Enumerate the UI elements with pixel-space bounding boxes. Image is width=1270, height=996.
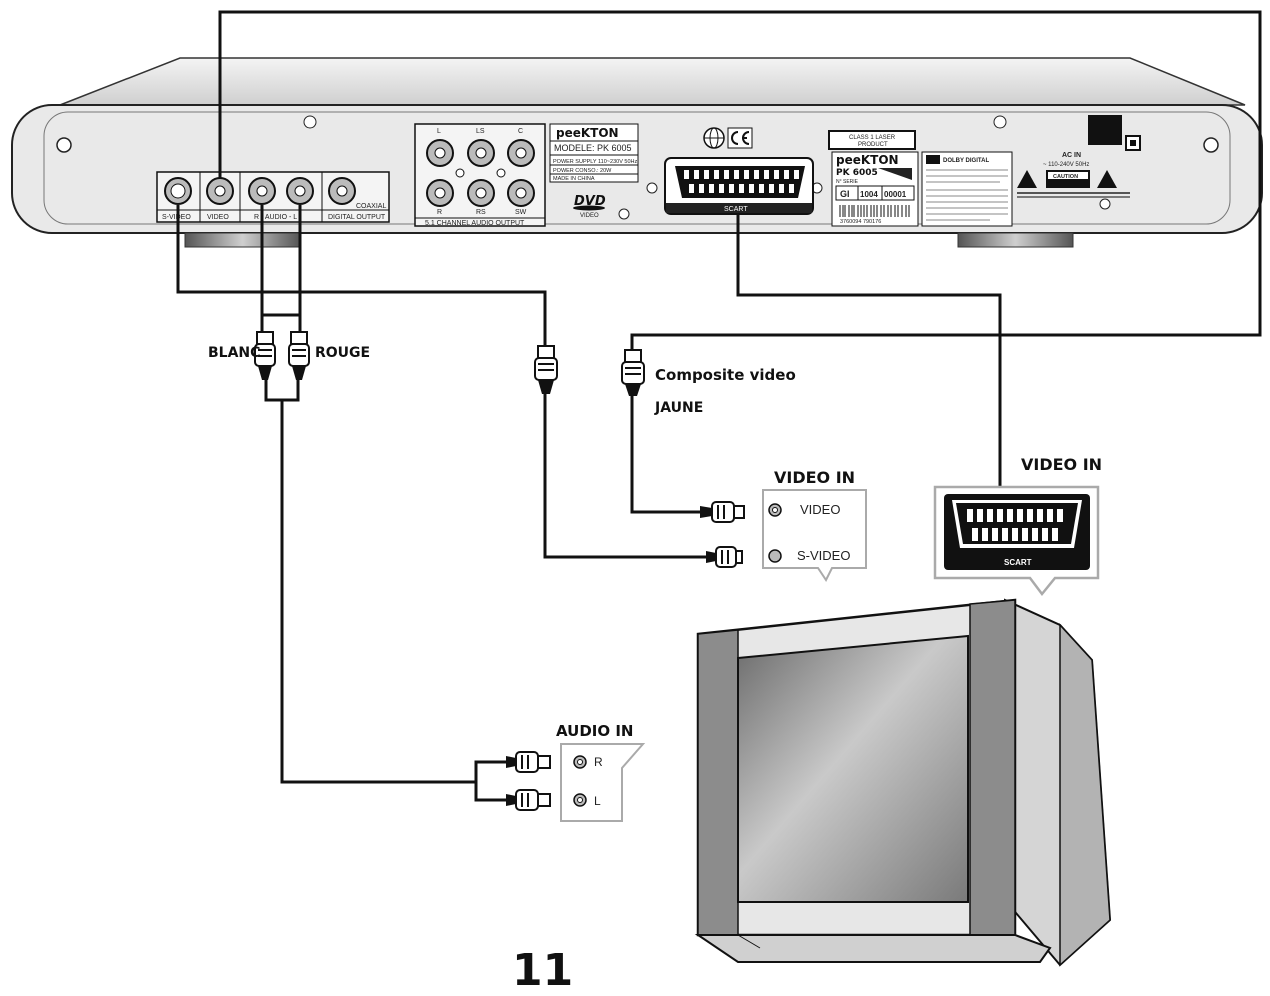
- laser-line-1: CLASS 1 LASER: [849, 135, 896, 141]
- model-plate: peeKTON MODELE: PK 6005 POWER SUPPLY 110…: [549, 123, 639, 183]
- laser-line-2: PRODUCT: [858, 142, 888, 148]
- audio-in-panel: AUDIO IN R L: [556, 722, 646, 822]
- channel-label-l: L: [437, 128, 441, 135]
- laser-label: CLASS 1 LASER PRODUCT: [828, 130, 916, 150]
- label-composite: Composite video: [655, 366, 796, 384]
- page-number: 11: [512, 945, 573, 996]
- serial-cell-1: GI: [840, 189, 850, 199]
- video-plug-tv: [700, 501, 745, 523]
- serial-barcode: 3760094 790176: [840, 219, 881, 225]
- dvd-logo-sub: VIDEO: [580, 213, 599, 219]
- audio-cable-down: [264, 378, 506, 802]
- label-rouge: ROUGE: [315, 345, 370, 361]
- audio-cable-right: [260, 205, 302, 333]
- serial-cell-2: 1004: [860, 190, 878, 199]
- svideo-cable-to-tv: [543, 392, 708, 559]
- audio-plug-l-tv: [506, 789, 551, 811]
- dvd-logo-text: DVD: [574, 194, 606, 209]
- video-caption: VIDEO: [207, 214, 229, 221]
- serial-cell-3: 00001: [884, 190, 907, 199]
- coaxial-caption: COAXIAL: [356, 203, 386, 210]
- dvd-scart-socket: SCART: [664, 157, 814, 215]
- serial-serie: N° SERIE: [836, 179, 859, 185]
- caution-text: CAUTION: [1053, 174, 1078, 180]
- audio-left-jack: [286, 177, 314, 205]
- channel-label-rs: RS: [476, 209, 486, 216]
- dvd-scart-caption: SCART: [724, 206, 748, 213]
- page-number-badge: 11: [510, 942, 578, 996]
- video-in-svideo-label: S-VIDEO: [797, 548, 850, 563]
- ac-in-label: AC IN: [1062, 152, 1081, 159]
- audio-in-title: AUDIO IN: [556, 722, 633, 740]
- tv-scart-caption: SCART: [1004, 558, 1032, 567]
- dvd-logo: DVD VIDEO: [573, 194, 606, 219]
- ce-mark-icon: [727, 127, 753, 149]
- svideo-cable: [176, 205, 547, 345]
- svideo-plug-tv: [706, 546, 743, 568]
- video-in-left-title: VIDEO IN: [774, 468, 855, 487]
- channel-label-r: R: [437, 209, 442, 216]
- serial-brand: peeKTON: [836, 153, 899, 167]
- video-jack: [206, 177, 234, 205]
- label-blanc: BLANC: [208, 345, 260, 361]
- ac-voltage-label: ~ 110-240V 50Hz: [1043, 162, 1089, 168]
- rca-plug-red: [288, 331, 310, 380]
- globe-icon: [703, 127, 725, 149]
- video-in-video-label: VIDEO: [800, 502, 840, 517]
- serial-model: PK 6005: [836, 168, 878, 178]
- television: [694, 598, 1112, 967]
- made-in-text: MADE IN CHINA: [553, 176, 595, 182]
- coaxial-jack: [328, 177, 356, 205]
- audio-right-jack: [248, 177, 276, 205]
- composite-plug: [621, 349, 645, 396]
- rca-plug-white: [254, 331, 276, 380]
- audio-in-r-label: R: [594, 755, 603, 769]
- svideo-plug: [534, 345, 558, 394]
- scart-cable: [736, 215, 1002, 492]
- model-text: MODELE: PK 6005: [554, 143, 632, 153]
- composite-cable-to-tv: [630, 392, 702, 514]
- digital-output-caption: DIGITAL OUTPUT: [328, 214, 386, 221]
- audio-cable-left: [260, 205, 302, 333]
- brand-logo: peeKTON: [556, 126, 619, 140]
- video-in-panel: VIDEO IN VIDEO S-VIDEO: [762, 468, 867, 582]
- ac-section: AC IN ~ 110-240V 50Hz CAUTION: [1017, 115, 1141, 210]
- channel-output-caption: 5.1 CHANNEL AUDIO OUTPUT: [425, 220, 525, 227]
- tv-scart-panel: VIDEO IN SCART: [933, 455, 1102, 597]
- power-supply-text: POWER SUPPLY 110~230V 50Hz: [553, 159, 637, 165]
- cables: [176, 10, 1262, 802]
- dolby-label: DOLBY DIGITAL: [921, 151, 1013, 227]
- dolby-text: DOLBY DIGITAL: [943, 158, 989, 164]
- dvd-player: S-VIDEO VIDEO R - AUDIO - L COAXIAL DIGI…: [11, 57, 1263, 248]
- channel-label-sw: SW: [515, 209, 527, 216]
- channel-label-ls: LS: [476, 128, 485, 135]
- audio-in-l-label: L: [594, 794, 601, 808]
- channel-label-c: C: [518, 128, 523, 135]
- audio-plug-r-tv: [506, 751, 551, 773]
- power-conso-text: POWER CONSO.: 20W: [553, 168, 612, 174]
- serial-label: peeKTON PK 6005 N° SERIE GI 1004 00001 3…: [831, 151, 919, 227]
- audio-caption: R - AUDIO - L: [254, 214, 297, 221]
- channel-output-block: L LS C R RS SW 5.1 CHANNEL AUDIO OUTPUT: [414, 123, 546, 227]
- video-in-right-title: VIDEO IN: [1021, 455, 1102, 474]
- composite-cable: [218, 10, 1262, 352]
- svideo-jack: [164, 177, 192, 205]
- label-jaune: JAUNE: [654, 400, 703, 416]
